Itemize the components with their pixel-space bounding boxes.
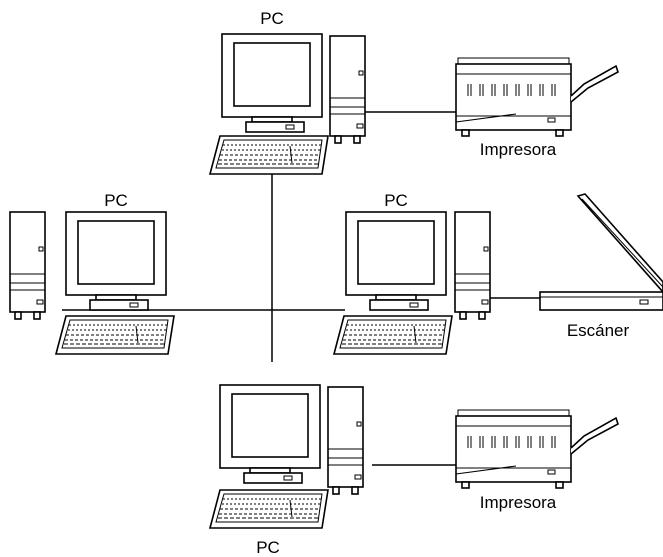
computer-icon [345,211,447,311]
pc-top[interactable]: PC [209,9,366,175]
computer-icon [219,384,321,484]
scanner[interactable]: Escáner [539,193,663,340]
pc-top-label: PC [260,9,284,28]
keyboard-icon [209,135,329,175]
keyboard-icon [333,315,453,355]
pc-right[interactable]: PC [333,191,491,355]
pc-tower-icon [454,211,491,320]
computer-icon [221,33,323,133]
scanner-icon [539,193,663,311]
printer-top-label: Impresora [480,140,557,159]
keyboard-icon [55,315,175,355]
printer-bottom[interactable]: Impresora [455,409,619,512]
pc-bottom-label: PC [256,538,280,557]
printer-bottom-label: Impresora [480,493,557,512]
printer-icon [455,57,619,137]
printer-icon [455,409,619,489]
pc-tower-icon [9,211,46,320]
pc-left-label: PC [104,191,128,210]
pc-left[interactable]: PC [9,191,175,355]
keyboard-icon [209,489,329,529]
pc-tower-icon [329,35,366,144]
pc-bottom[interactable]: PC [209,384,364,557]
pc-tower-icon [327,386,364,495]
scanner-label: Escáner [567,321,630,340]
computer-icon [65,211,167,311]
pc-right-label: PC [384,191,408,210]
printer-top[interactable]: Impresora [455,57,619,159]
